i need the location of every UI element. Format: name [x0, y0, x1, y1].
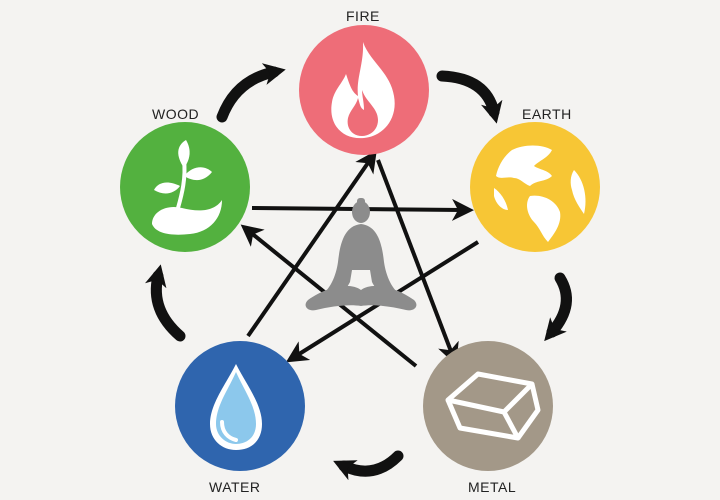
arrow-water-to-wood [145, 264, 186, 342]
metal-ingot-icon [445, 371, 541, 441]
flame-icon [331, 42, 395, 139]
earth-label: EARTH [522, 106, 572, 122]
metal-label: METAL [468, 479, 517, 495]
arrow-wood-to-fire [216, 63, 286, 123]
metal-circle [423, 341, 553, 471]
arrow-metal-to-water [333, 450, 404, 481]
earth-element [470, 122, 600, 252]
water-element [175, 341, 305, 471]
earth-circle [470, 122, 600, 252]
wood-element [120, 122, 250, 252]
wood-label: WOOD [152, 106, 200, 122]
generating-cycle-arrows [145, 63, 572, 481]
water-drop-icon [210, 364, 262, 450]
fire-label: FIRE [346, 8, 380, 24]
sprout-icon [152, 140, 222, 235]
arrow-fire-to-metal [376, 159, 459, 366]
metal-element [423, 341, 553, 471]
arrow-fire-to-earth [436, 70, 503, 124]
meditating-person-icon [305, 198, 417, 311]
fire-element [299, 25, 429, 155]
globe-icon [494, 145, 586, 242]
arrow-earth-to-metal [544, 272, 572, 342]
wood-circle [120, 122, 250, 252]
water-label: WATER [209, 479, 261, 495]
arrow-water-to-fire [246, 150, 377, 338]
